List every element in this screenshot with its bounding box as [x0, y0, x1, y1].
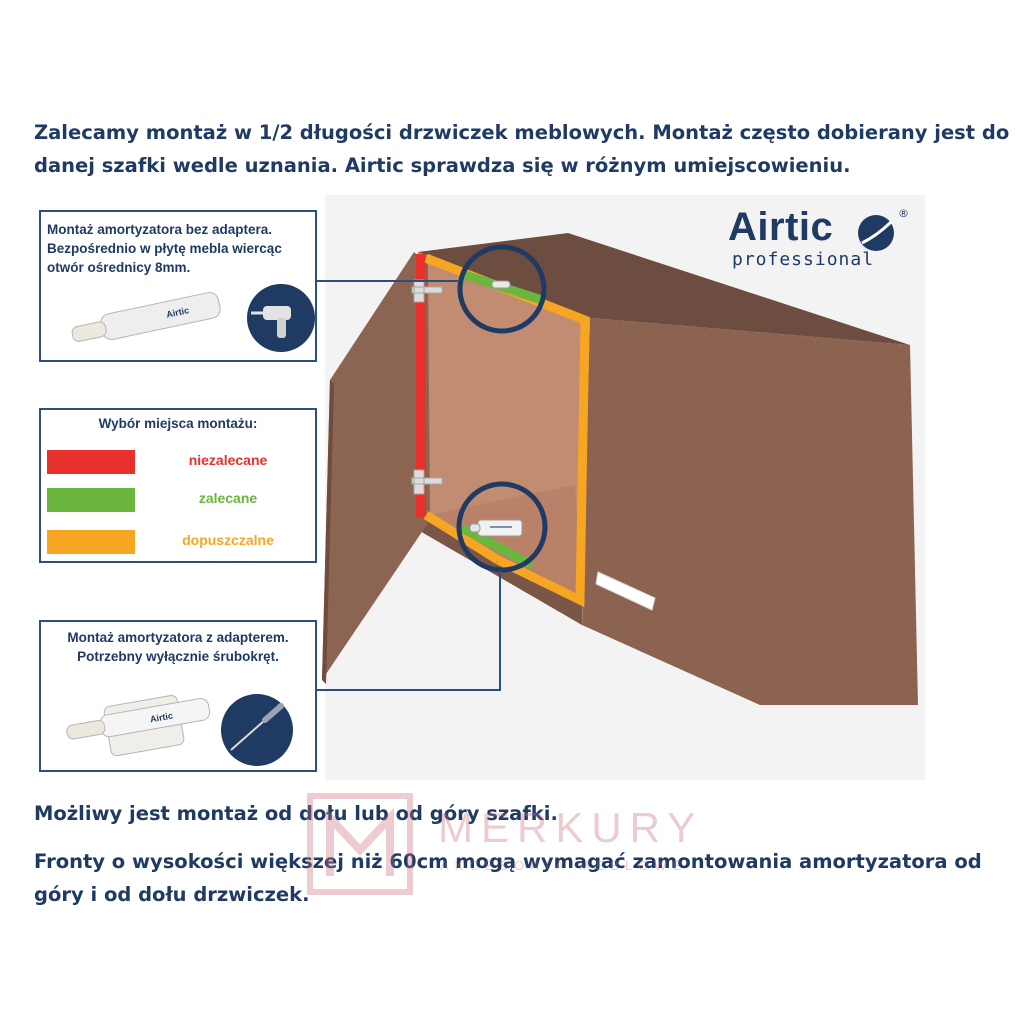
intro-text: Zalecamy montaż w 1/2 długości drzwiczek… [34, 121, 1010, 177]
panel-line: Potrzebny wyłącznie śrubokręt. [77, 649, 279, 664]
legend-panel: Wybór miejsca montażu: niezalecane zalec… [39, 408, 317, 563]
open-door [322, 252, 430, 680]
zone-not-recommended [416, 254, 426, 518]
callout-line-bottom [317, 570, 501, 691]
legend-swatch-green [47, 488, 135, 512]
damper-adapter-icon: Airtic [66, 695, 211, 757]
info-panel-no-adapter: Montaż amortyzatora bez adaptera. Bezpoś… [39, 210, 317, 362]
legend-title: Wybór miejsca montażu: [98, 416, 258, 431]
panel-line: Montaż amortyzatora bez adaptera. [47, 222, 273, 237]
svg-text:Airtic: Airtic [149, 711, 173, 725]
legend-swatch-orange [47, 530, 135, 554]
cabinet-side [582, 318, 918, 705]
legend-item-not-recommended: niezalecane [47, 450, 309, 474]
airtic-logo: Airtic ® professional [728, 205, 918, 277]
highlight-circle-top [457, 244, 547, 334]
damper-bottom [469, 519, 523, 537]
zone-recommended-bottom [459, 524, 535, 569]
panel-text-no-adapter: Montaż amortyzatora bez adaptera. Bezpoś… [41, 220, 315, 277]
legend-label: zalecane [198, 490, 258, 506]
logo-subtitle: professional [732, 249, 875, 270]
drill-icon [247, 284, 315, 352]
legend-label: niezalecane [188, 452, 268, 468]
logo-ball-icon [858, 215, 894, 251]
logo-word: Airtic [728, 205, 834, 249]
panel-text-with-adapter: Montaż amortyzatora z adapterem. Potrzeb… [41, 628, 315, 666]
legend-item-recommended: zalecane [47, 488, 309, 512]
svg-text:Airtic: Airtic [165, 305, 190, 320]
door-edge [322, 380, 334, 684]
cabinet-top [418, 233, 910, 345]
door-handle [595, 571, 656, 611]
panel-line: Bezpośrednio w płytę mebla wiercąc [47, 241, 282, 256]
damper-cylinder-icon: Airtic [71, 291, 221, 342]
footer-text-2: Fronty o wysokości większej niż 60cm mog… [34, 850, 982, 906]
highlight-circle-bottom [456, 481, 548, 573]
panel-line: otwór ośrednicy 8mm. [47, 260, 191, 275]
legend-item-acceptable: dopuszczalne [47, 530, 309, 554]
legend-swatch-red [47, 450, 135, 474]
damper-top [491, 280, 511, 289]
panel-line: Montaż amortyzatora z adapterem. [67, 630, 289, 645]
logo-registered-mark: ® [898, 207, 909, 220]
legend-label: dopuszczalne [182, 532, 274, 548]
hinge-bottom [411, 469, 443, 495]
screwdriver-icon [221, 694, 293, 766]
info-panel-with-adapter: Montaż amortyzatora z adapterem. Potrzeb… [39, 620, 317, 772]
footer-text-1: Możliwy jest montaż od dołu lub od góry … [34, 802, 558, 825]
